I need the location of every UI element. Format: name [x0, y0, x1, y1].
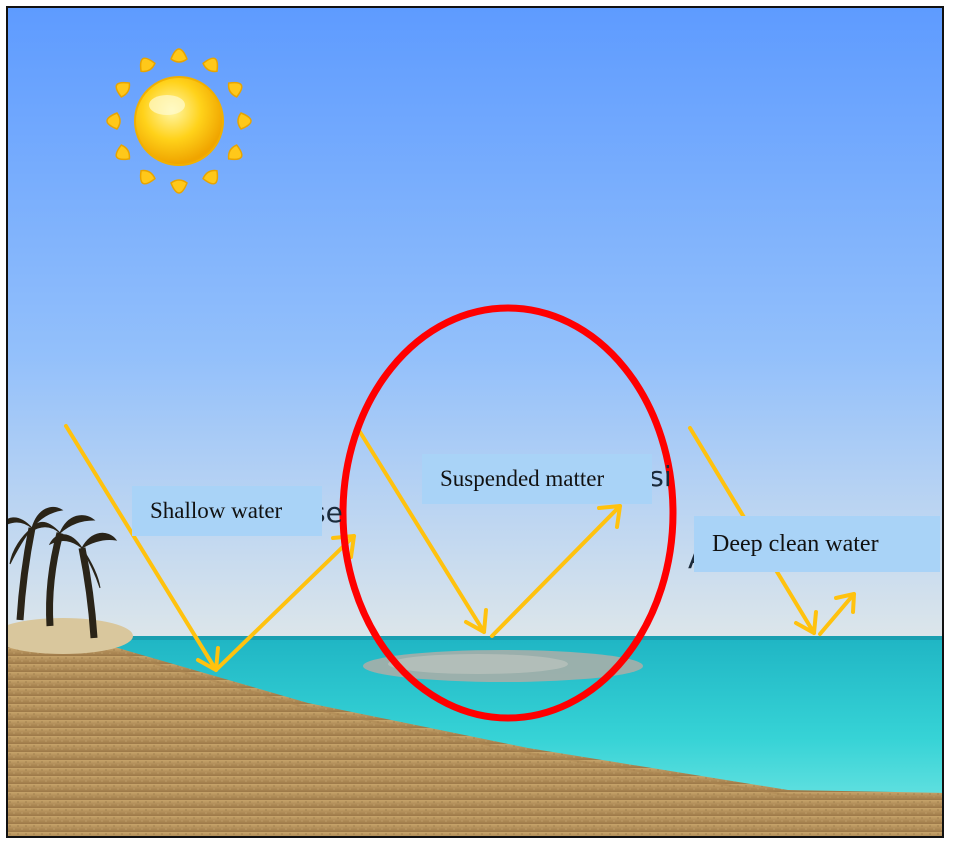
label-suspended-matter: Suspended matter [422, 454, 652, 504]
scene-illustration [8, 8, 942, 836]
incident-ray-shallow [64, 424, 218, 672]
diagram-frame: se esi A Shallow water Suspended matter … [6, 6, 944, 838]
highlight-ellipse [339, 304, 677, 722]
reflected-ray-shallow [214, 534, 356, 672]
incident-ray-suspended [358, 430, 486, 634]
sand-slope [8, 633, 942, 836]
sun-icon [106, 48, 252, 194]
reflected-ray-suspended [490, 504, 622, 638]
palm-trees-icon [8, 506, 118, 639]
label-deep-clean-water: Deep clean water [694, 516, 940, 572]
label-shallow-water: Shallow water [132, 486, 322, 536]
reflected-ray-deep [818, 592, 856, 636]
